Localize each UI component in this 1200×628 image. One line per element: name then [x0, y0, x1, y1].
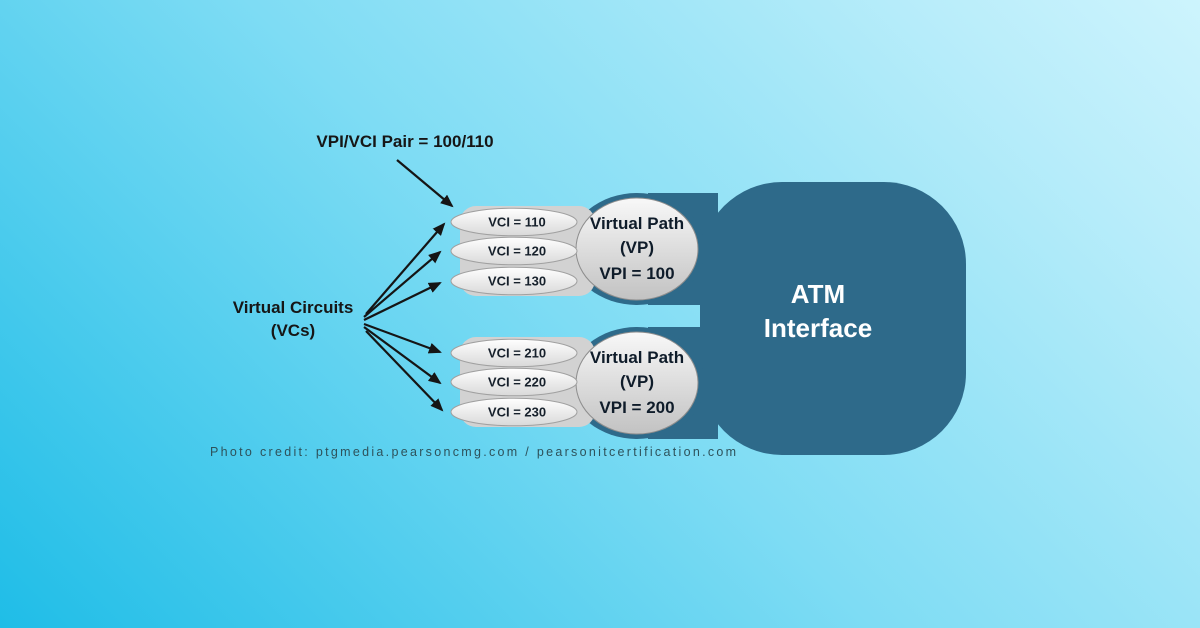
vp2-abbr: (VP): [620, 372, 654, 391]
vci-label-120: VCI = 120: [488, 244, 546, 259]
atm-interface-label-line1: ATM: [791, 279, 845, 309]
vci-cell-130: [450, 266, 578, 296]
vci-cell-120: [450, 236, 578, 266]
vci-cell-220: [450, 367, 578, 397]
atm-interface-label-line2: Interface: [764, 313, 872, 343]
vci-label-230: VCI = 230: [488, 405, 546, 420]
arrow-vcs-to-vci120: [363, 250, 442, 318]
vp2-title: Virtual Path: [590, 348, 684, 367]
vci-label-220: VCI = 220: [488, 375, 546, 390]
vci-cell-110: [450, 207, 578, 237]
vp1-title: Virtual Path: [590, 214, 684, 233]
virtual-circuits-label-line1: Virtual Circuits: [233, 298, 354, 317]
vci-label-210: VCI = 210: [488, 346, 546, 361]
arrow-vcs-to-vci220: [363, 326, 442, 385]
vp2-vpi-value: VPI = 200: [599, 398, 674, 417]
photo-credit: Photo credit: ptgmedia.pearsoncmg.com / …: [210, 445, 738, 459]
arrow-vcs-to-vci230: [365, 330, 444, 412]
vci-label-130: VCI = 130: [488, 274, 546, 289]
arrow-vcs-to-vci130: [363, 282, 442, 321]
vp1-vpi-value: VPI = 100: [599, 264, 674, 283]
vpi-vci-pair-label: VPI/VCI Pair = 100/110: [316, 132, 493, 151]
vp1-abbr: (VP): [620, 238, 654, 257]
arrow-vcs-to-vci110: [365, 222, 446, 315]
virtual-circuits-label-line2: (VCs): [271, 321, 315, 340]
arrow-vcs-to-vci210: [363, 322, 442, 354]
vci-cell-230: [450, 397, 578, 427]
atm-interface-body: [700, 182, 966, 455]
arrow-vpi-pair-to-vci110: [396, 159, 454, 208]
vci-label-110: VCI = 110: [488, 215, 545, 230]
vci-cell-210: [450, 338, 578, 368]
